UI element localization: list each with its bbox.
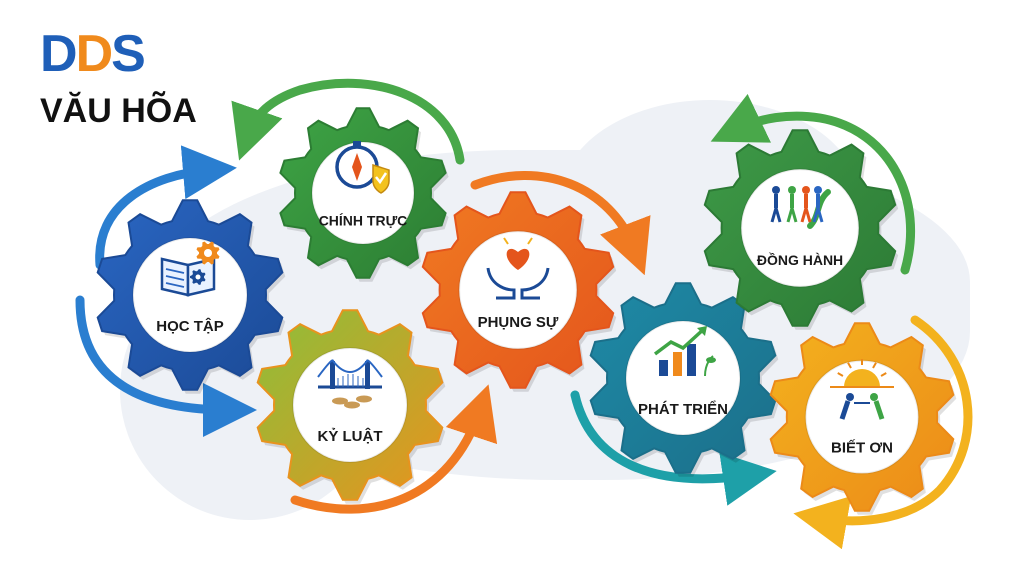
heart-hands-icon	[486, 237, 550, 300]
gear-label: BIẾT ƠN	[831, 440, 893, 457]
page-title: VĂU HÕA	[40, 92, 197, 130]
people-walking-icon	[770, 186, 831, 229]
dds-logo: DDS	[40, 25, 146, 83]
arrow-blue-top	[95, 145, 237, 270]
arrow-blue-bottom	[75, 295, 257, 437]
gear-label: PHÁT TRIỂN	[638, 400, 728, 418]
gear-biet-on: BIẾT ƠN	[769, 322, 957, 515]
open-book-gear-icon	[160, 241, 220, 297]
gear-label: HỌC TẬP	[156, 317, 224, 335]
gear-label: KỶ LUẬT	[318, 427, 383, 445]
gear-dong-hanh: ĐỒNG HÀNH	[703, 129, 899, 330]
gear-label: PHỤNG SỰ	[478, 314, 559, 331]
sunrise-bowing-icon	[830, 359, 894, 420]
gear-chinh-truc: CHÍNH TRỰC	[279, 107, 449, 282]
arrow-green-right	[710, 93, 916, 275]
arrow-teal-bottom	[570, 390, 777, 506]
arrow-orange-bottom	[290, 384, 498, 514]
arrow-green-top	[231, 78, 465, 165]
gear-label: ĐỒNG HÀNH	[757, 251, 843, 268]
compass-shield-icon	[335, 141, 390, 194]
growth-chart-icon	[653, 326, 716, 377]
arrow-orange-top	[470, 170, 651, 276]
gear-hoc-tap: HỌC TẬP	[96, 199, 286, 394]
arrow-yellow-right	[793, 315, 973, 550]
gear-label: CHÍNH TRỰC	[319, 212, 408, 228]
bridge-coins-icon	[317, 359, 383, 409]
gear-phung-su: PHỤNG SỰ	[421, 191, 617, 392]
gear-phat-trien: PHÁT TRIỂN	[589, 282, 779, 477]
gear-ky-luat: KỶ LUẬT	[256, 309, 446, 504]
